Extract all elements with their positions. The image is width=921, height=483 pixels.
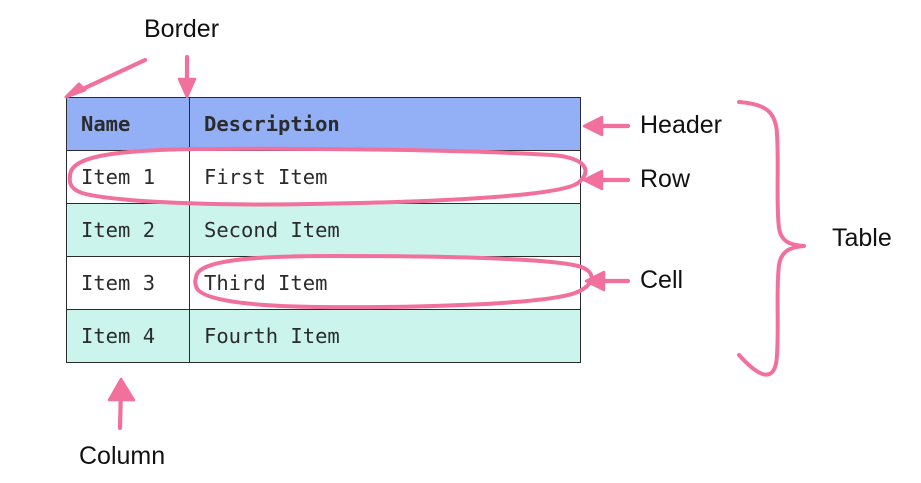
- demo-table: Name Description Item 1 First Item Item …: [66, 97, 581, 363]
- cell-name: Item 3: [66, 256, 190, 310]
- header-arrow-icon: [582, 115, 631, 137]
- annotation-label-row: Row: [640, 165, 691, 193]
- cell-arrow-icon: [584, 270, 631, 292]
- annotation-label-column: Column: [79, 442, 166, 470]
- border-arrow-diagonal-icon: [64, 57, 148, 99]
- cell-name: Item 1: [66, 150, 190, 204]
- table-row: Item 1 First Item: [66, 150, 581, 204]
- border-arrow-vertical-icon: [177, 54, 197, 99]
- header-cell-name: Name: [66, 97, 190, 151]
- annotation-label-border: Border: [144, 15, 220, 43]
- annotation-label-cell: Cell: [640, 266, 684, 294]
- table-body: Item 1 First Item Item 2 Second Item Ite…: [66, 150, 581, 363]
- cell-description: Third Item: [189, 256, 581, 310]
- column-arrow-icon: [107, 377, 136, 431]
- cell-description: Fourth Item: [189, 309, 581, 363]
- table-brace-icon: [737, 100, 806, 377]
- annotation-label-table: Table: [832, 224, 892, 252]
- cell-name: Item 4: [66, 309, 190, 363]
- row-arrow-icon: [582, 169, 631, 191]
- table-row: Item 4 Fourth Item: [66, 309, 581, 363]
- table-row: Item 3 Third Item: [66, 256, 581, 310]
- cell-name: Item 2: [66, 203, 190, 257]
- table-container: Name Description Item 1 First Item Item …: [66, 97, 581, 363]
- cell-description: Second Item: [189, 203, 581, 257]
- header-cell-description: Description: [189, 97, 581, 151]
- header-row: Name Description: [66, 97, 581, 151]
- cell-description: First Item: [189, 150, 581, 204]
- annotation-label-header: Header: [640, 111, 722, 139]
- table-row: Item 2 Second Item: [66, 203, 581, 257]
- table-header: Name Description: [66, 97, 581, 151]
